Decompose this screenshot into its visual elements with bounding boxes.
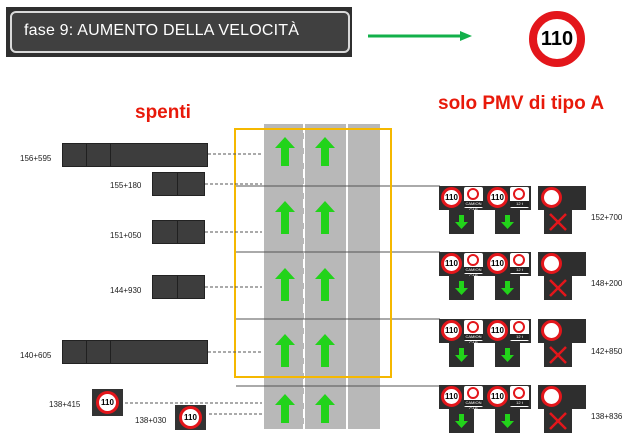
truck-sign-label: 12 t bbox=[510, 334, 529, 340]
truck-icon bbox=[467, 254, 479, 266]
truck-restriction-sign: 12 t bbox=[510, 386, 529, 407]
truck-icon bbox=[467, 321, 479, 333]
speed-limit-sign-large: 110 bbox=[529, 11, 585, 67]
arrow-down-icon bbox=[455, 348, 468, 362]
pmv-off-155-180 bbox=[152, 172, 205, 196]
truck-icon bbox=[513, 387, 525, 399]
truck-sign-label: CAMION CAR bbox=[464, 400, 483, 411]
arrow-down-icon bbox=[501, 281, 514, 295]
km-marker: 148+200 bbox=[591, 279, 623, 288]
red-x-icon bbox=[549, 412, 567, 430]
km-marker: 152+700 bbox=[591, 213, 623, 222]
km-marker: 138+030 bbox=[135, 416, 167, 425]
left-title: spenti bbox=[135, 102, 191, 123]
truck-icon bbox=[513, 188, 525, 200]
arrow-up-icon bbox=[315, 201, 335, 234]
red-x-icon bbox=[549, 346, 567, 364]
truck-sign-label: 12 t bbox=[510, 267, 529, 273]
arrow-up-icon bbox=[315, 268, 335, 301]
arrow-up-icon bbox=[275, 268, 295, 301]
red-x-icon bbox=[549, 279, 567, 297]
truck-icon bbox=[467, 188, 479, 200]
speed-limit-sign: 110 bbox=[441, 253, 462, 274]
end-restriction-sign bbox=[541, 253, 562, 274]
arrow-up-icon bbox=[275, 334, 295, 367]
arrow-up-icon bbox=[315, 137, 335, 166]
truck-sign-label: CAMION CAR bbox=[464, 334, 483, 345]
truck-restriction-sign: CAMION CAR bbox=[464, 187, 483, 212]
truck-restriction-sign: CAMION CAR bbox=[464, 386, 483, 411]
speed-limit-sign: 110 bbox=[487, 386, 508, 407]
km-marker: 155+180 bbox=[110, 181, 142, 190]
truck-restriction-sign: CAMION CAR bbox=[464, 320, 483, 345]
pmv-off-151-050 bbox=[152, 220, 205, 244]
speed-limit-sign: 110 bbox=[487, 320, 508, 341]
km-marker: 138+836 bbox=[591, 412, 623, 421]
highlight-frame bbox=[234, 128, 392, 378]
arrow-up-icon bbox=[275, 394, 295, 423]
truck-icon bbox=[467, 387, 479, 399]
km-marker: 144+930 bbox=[110, 286, 142, 295]
end-restriction-sign bbox=[541, 386, 562, 407]
speed-limit-sign: 110 bbox=[487, 253, 508, 274]
truck-icon bbox=[513, 321, 525, 333]
arrow-down-icon bbox=[501, 414, 514, 428]
km-marker: 156+595 bbox=[20, 154, 52, 163]
lane-shoulder bbox=[348, 124, 380, 429]
truck-restriction-sign: 12 t bbox=[510, 320, 529, 341]
speed-limit-sign-small: 110 bbox=[96, 391, 119, 414]
right-title: solo PMV di tipo A bbox=[438, 93, 605, 114]
km-marker: 151+050 bbox=[110, 231, 142, 240]
arrow-right-icon bbox=[368, 31, 472, 41]
speed-limit-sign: 110 bbox=[441, 187, 462, 208]
speed-limit-sign-small: 110 bbox=[179, 406, 202, 429]
phase-banner: fase 9: AUMENTO DELLA VELOCITÀ bbox=[6, 7, 352, 57]
truck-sign-label: 12 t bbox=[510, 201, 529, 207]
pmv-off-140-605 bbox=[62, 340, 208, 364]
truck-icon bbox=[513, 254, 525, 266]
arrow-up-icon bbox=[275, 201, 295, 234]
end-restriction-sign bbox=[541, 320, 562, 341]
arrow-up-icon bbox=[275, 137, 295, 166]
truck-restriction-sign: 12 t bbox=[510, 187, 529, 208]
km-marker: 140+605 bbox=[20, 351, 52, 360]
truck-restriction-sign: CAMION CAR bbox=[464, 253, 483, 278]
km-marker: 142+850 bbox=[591, 347, 623, 356]
arrow-down-icon bbox=[455, 215, 468, 229]
arrow-down-icon bbox=[455, 414, 468, 428]
speed-limit-sign: 110 bbox=[441, 320, 462, 341]
phase-label: fase 9: AUMENTO DELLA VELOCITÀ bbox=[24, 22, 300, 39]
km-marker: 138+415 bbox=[49, 400, 81, 409]
truck-sign-label: CAMION CAR bbox=[464, 201, 483, 212]
truck-restriction-sign: 12 t bbox=[510, 253, 529, 274]
arrow-up-icon bbox=[315, 334, 335, 367]
end-restriction-sign bbox=[541, 187, 562, 208]
arrow-up-icon bbox=[315, 394, 335, 423]
pmv-off-144-930 bbox=[152, 275, 205, 299]
speed-limit-sign: 110 bbox=[487, 187, 508, 208]
red-x-icon bbox=[549, 213, 567, 231]
pmv-off-156-595 bbox=[62, 143, 208, 167]
truck-sign-label: 12 t bbox=[510, 400, 529, 406]
arrow-down-icon bbox=[455, 281, 468, 295]
arrow-down-icon bbox=[501, 348, 514, 362]
arrow-down-icon bbox=[501, 215, 514, 229]
truck-sign-label: CAMION CAR bbox=[464, 267, 483, 278]
speed-limit-sign: 110 bbox=[441, 386, 462, 407]
